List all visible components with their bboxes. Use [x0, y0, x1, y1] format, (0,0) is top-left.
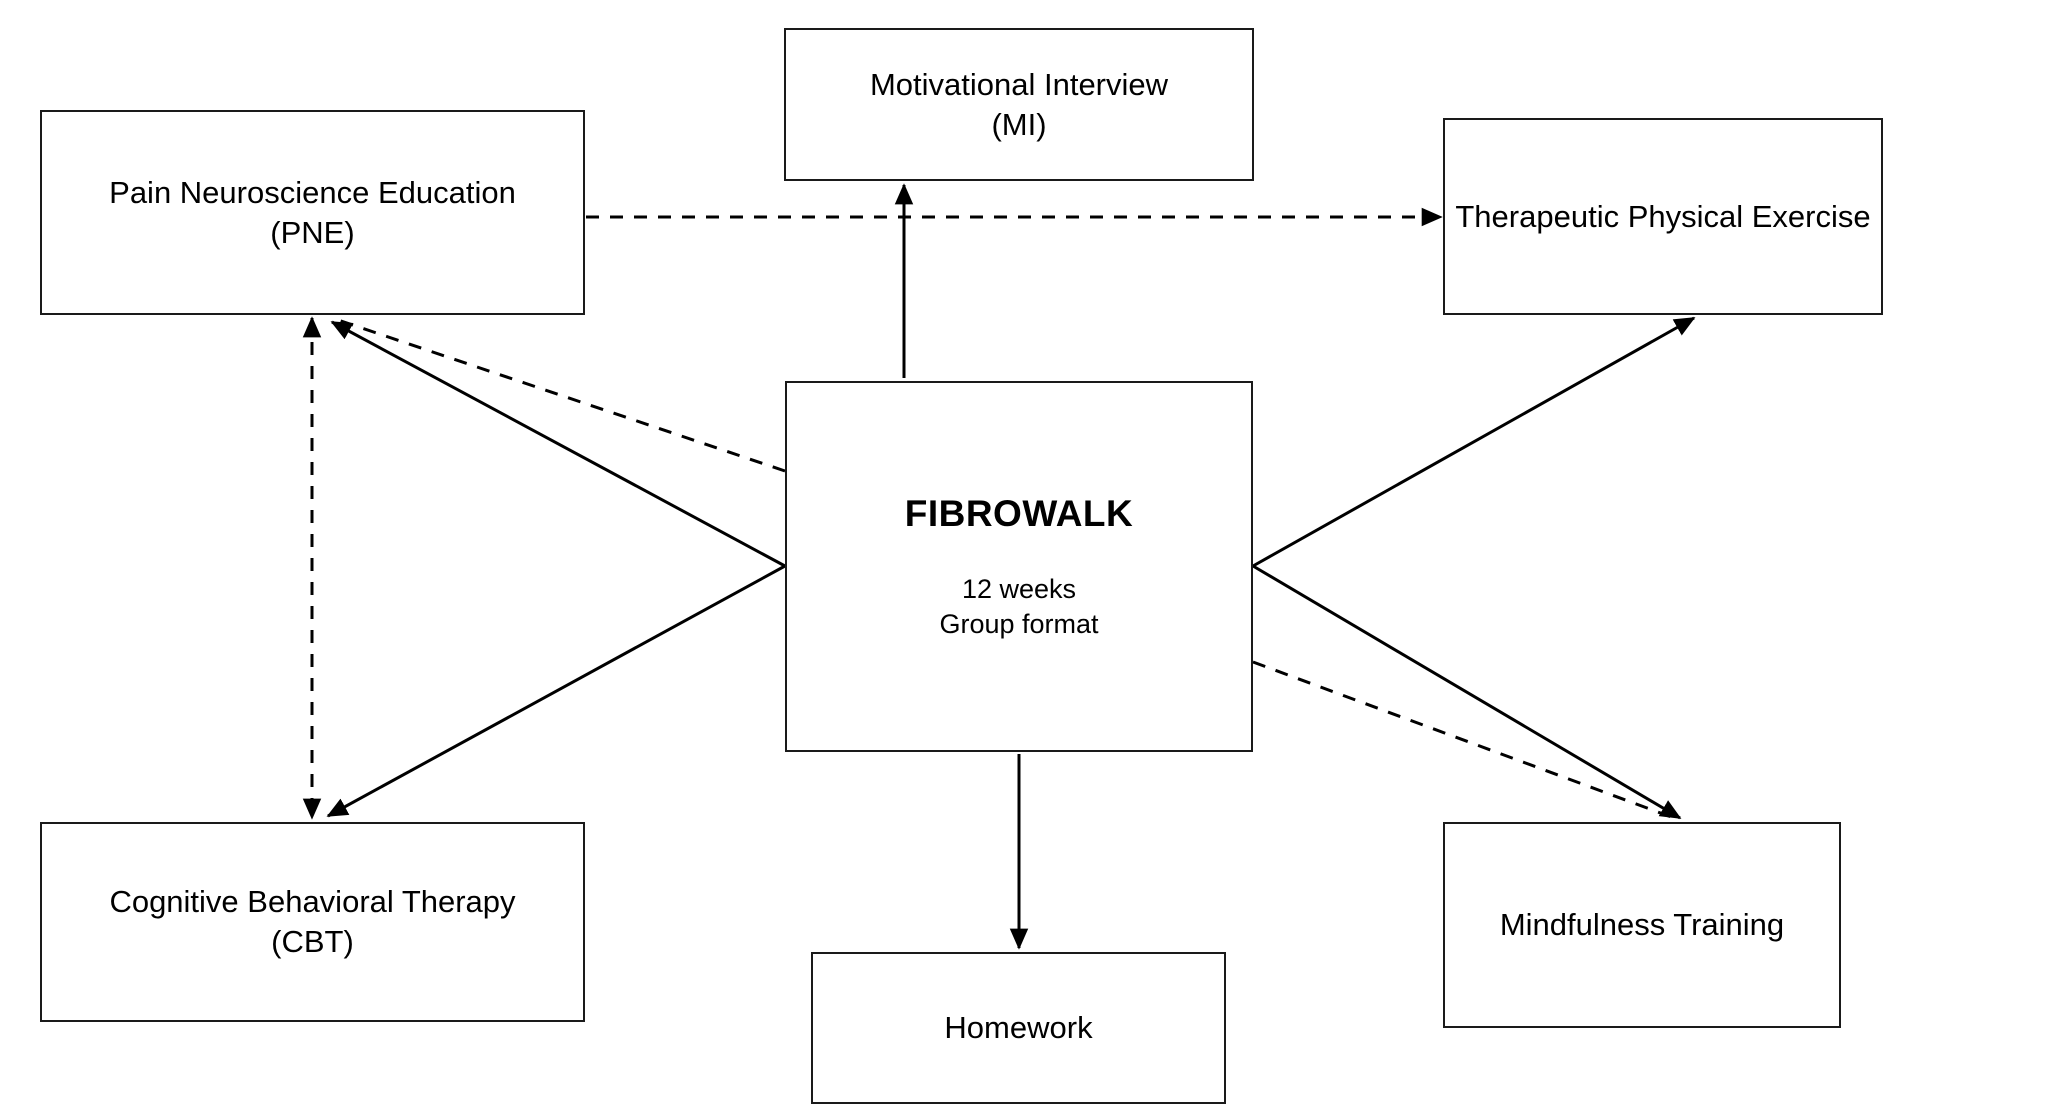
- node-label-cbt: Cognitive Behavioral Therapy (CBT): [109, 884, 516, 959]
- node-label-fibrowalk: FIBROWALK: [904, 493, 1134, 535]
- node-label-homework: Homework: [944, 1010, 1093, 1046]
- node-label-pne: Pain Neuroscience Education (PNE): [109, 174, 516, 250]
- node-homework[interactable]: Homework: [811, 952, 1226, 1104]
- node-therapeutic-physical-exercise[interactable]: Therapeutic Physical Exercise: [1443, 118, 1883, 315]
- node-cognitive-behavioral-therapy[interactable]: Cognitive Behavioral Therapy (CBT): [40, 822, 585, 1022]
- node-label-mindfulness: Mindfulness Training: [1499, 907, 1785, 943]
- node-subtitle-fibrowalk: 12 weeks Group format: [939, 573, 1099, 640]
- node-label-tpe: Therapeutic Physical Exercise: [1455, 198, 1871, 234]
- node-pain-neuroscience-education[interactable]: Pain Neuroscience Education (PNE): [40, 110, 585, 315]
- edge-fibrowalk-to-pne-dashed: [337, 318, 786, 473]
- node-motivational-interview[interactable]: Motivational Interview (MI): [784, 28, 1254, 181]
- edge-fibrowalk-to-mindfulness-dashed: [1252, 660, 1675, 820]
- node-fibrowalk[interactable]: FIBROWALK 12 weeks Group format: [785, 381, 1253, 752]
- node-mindfulness-training[interactable]: Mindfulness Training: [1443, 822, 1841, 1028]
- edge-fibrowalk-to-cbt: [326, 564, 786, 818]
- edge-fibrowalk-to-pne: [330, 320, 786, 568]
- edge-fibrowalk-to-tpe: [1252, 316, 1696, 568]
- edge-fibrowalk-to-mindfulness: [1252, 564, 1682, 820]
- node-label-mi: Motivational Interview (MI): [869, 66, 1169, 142]
